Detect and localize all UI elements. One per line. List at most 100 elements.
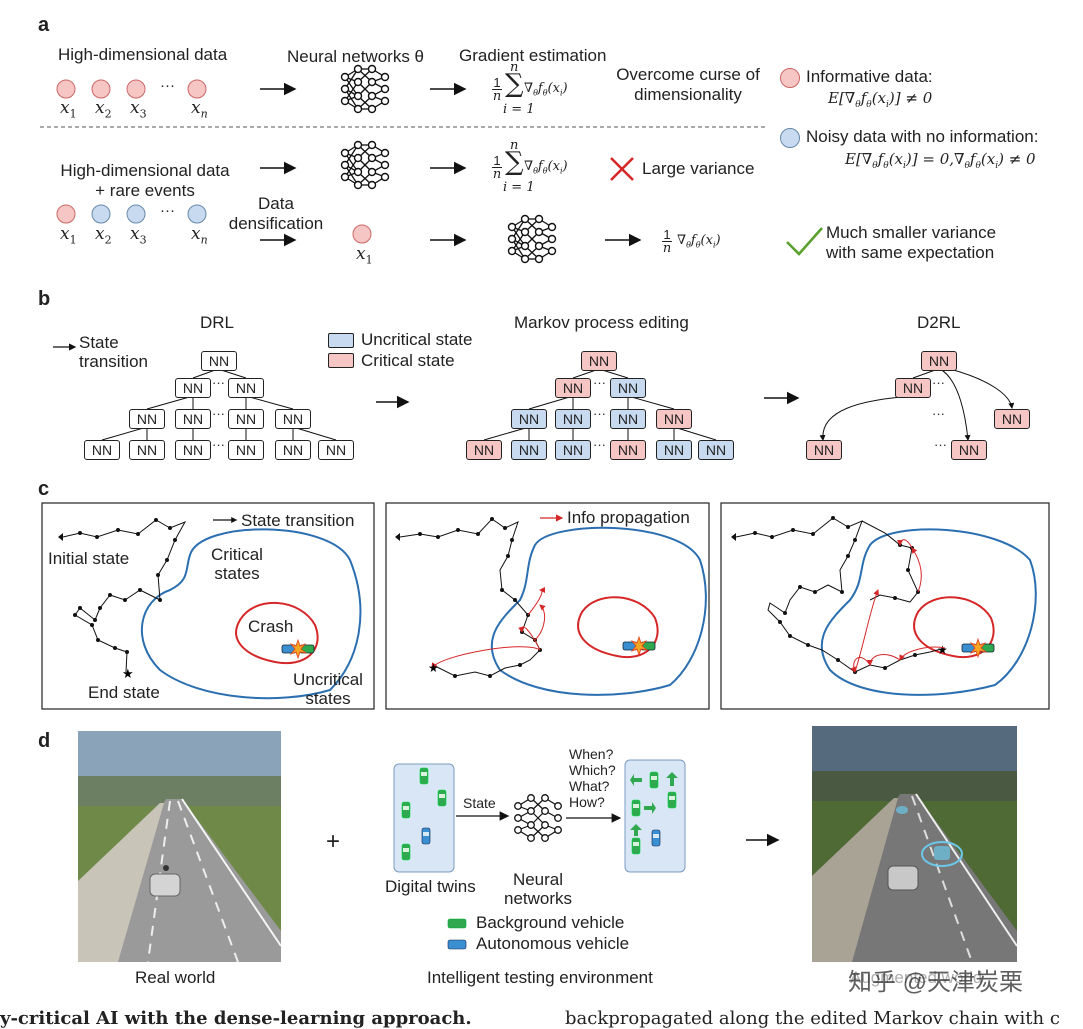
mpe-node-critical: NN <box>656 409 692 429</box>
panel-d-arrow <box>746 833 780 847</box>
digital-twins-label: Digital twins <box>385 877 476 896</box>
panel-c-letter: c <box>38 478 50 500</box>
d2rl-title: D2RL <box>917 313 961 332</box>
panel-d-letter: d <box>38 730 51 752</box>
mpe-node-critical: NN <box>466 440 502 460</box>
d2rl-node-critical: NN <box>921 351 957 371</box>
questions-text: When?Which?What?How? <box>569 746 616 810</box>
drl-node: NN <box>129 409 165 429</box>
drl-dots: ··· <box>212 375 225 390</box>
nn-title: Neural networks θ <box>287 47 425 66</box>
autonomous-vehicle-icon <box>447 939 467 950</box>
drl-dots: ··· <box>212 406 225 421</box>
d2rl-node-critical: NN <box>806 440 842 460</box>
xn-label-row1: xn <box>191 98 208 121</box>
mpe-node-uncritical: NN <box>610 409 646 429</box>
dots-row1: ··· <box>160 77 175 94</box>
d2rl-dots: ··· <box>932 375 945 390</box>
drl-title: DRL <box>200 313 235 332</box>
informative-formula: E[∇θfθ(xi)] ≠ 0 <box>828 89 933 110</box>
end-state-label: End state <box>88 683 160 702</box>
row1-dots <box>56 79 207 99</box>
row2-dots <box>56 204 207 224</box>
mpe-dots: ··· <box>593 406 606 421</box>
mpe-dots: ··· <box>593 437 606 452</box>
crash-label: Crash <box>248 617 294 636</box>
drl-node: NN <box>228 409 264 429</box>
figure-caption-right: backpropagated along the edited Markov c… <box>565 1008 1060 1029</box>
background-vehicle-label: Background vehicle <box>476 913 625 932</box>
drl-node: NN <box>175 409 211 429</box>
xn-label-row2: xn <box>191 224 208 247</box>
drl-dots: ··· <box>212 437 225 452</box>
svg-text:★: ★ <box>428 661 439 675</box>
x2-label-row2: x2 <box>95 224 112 247</box>
mpe-node-uncritical: NN <box>555 409 591 429</box>
svg-text:★: ★ <box>122 667 134 682</box>
d2rl-node-critical: NN <box>994 409 1030 429</box>
mpe-node-critical: NN <box>581 351 617 371</box>
real-world-photo <box>78 731 281 962</box>
augmented-world-label: Augmented world <box>850 968 983 987</box>
drl-node: NN <box>84 440 120 460</box>
drl-node: NN <box>228 440 264 460</box>
drl-node: NN <box>228 378 264 398</box>
x1-label-row1: x1 <box>60 98 77 121</box>
large-variance-label: Large variance <box>642 159 755 178</box>
watermark-text: 知乎 @天津炭栗 <box>848 969 1024 996</box>
legend-uncritical-label: Uncritical state <box>361 330 473 349</box>
info-propagation-label: Info propagation <box>567 508 690 527</box>
drl-node: NN <box>175 440 211 460</box>
informative-label: Informative data: <box>806 67 933 86</box>
drl-node: NN <box>275 440 311 460</box>
x1-label-densified: x1 <box>356 244 373 267</box>
mpe-node-uncritical: NN <box>656 440 692 460</box>
mpe-title: Markov process editing <box>514 313 689 332</box>
d2rl-dots: ··· <box>932 406 945 421</box>
drl-node: NN <box>201 351 237 371</box>
mpe-node-uncritical: NN <box>610 378 646 398</box>
mpe-node-critical: NN <box>610 440 646 460</box>
mpe-node-uncritical: NN <box>511 409 547 429</box>
mpe-node-critical: NN <box>555 378 591 398</box>
mpe-node-uncritical: NN <box>511 440 547 460</box>
panel-b-letter: b <box>38 288 51 310</box>
legend-uncritical-swatch <box>328 333 354 348</box>
augmented-world-photo <box>812 726 1017 962</box>
drl-node: NN <box>175 378 211 398</box>
noisy-label: Noisy data with no information: <box>806 127 1039 146</box>
large-variance-x-icon <box>610 157 634 181</box>
background-vehicle-icon <box>447 918 467 929</box>
mpe-dots: ··· <box>593 375 606 390</box>
drl-node: NN <box>275 409 311 429</box>
x3-label-row1: x3 <box>130 98 147 121</box>
figure-caption-left: y-critical AI with the dense-learning ap… <box>0 1008 472 1029</box>
legend-critical-swatch <box>328 353 354 368</box>
x3-label-row2: x3 <box>130 224 147 247</box>
drl-node: NN <box>318 440 354 460</box>
drl-node: NN <box>129 440 165 460</box>
mpe-node-uncritical: NN <box>698 440 734 460</box>
d2rl-node-critical: NN <box>951 440 987 460</box>
row1-title: High-dimensional data <box>58 45 228 64</box>
state-transition-label: State transition <box>241 511 355 530</box>
real-world-label: Real world <box>135 968 216 987</box>
grad-title: Gradient estimation <box>459 46 607 65</box>
svg-text:★: ★ <box>937 643 948 657</box>
intelligent-env-label: Intelligent testing environment <box>427 968 653 987</box>
checkmark-icon <box>786 227 823 256</box>
digital-twin-diagram <box>393 759 686 873</box>
plus-sign: + <box>326 828 341 855</box>
state-arrow-label: State <box>463 795 496 811</box>
x1-label-row2: x1 <box>60 224 77 247</box>
legend-critical-label: Critical state <box>361 351 455 370</box>
autonomous-vehicle-label: Autonomous vehicle <box>476 934 630 953</box>
